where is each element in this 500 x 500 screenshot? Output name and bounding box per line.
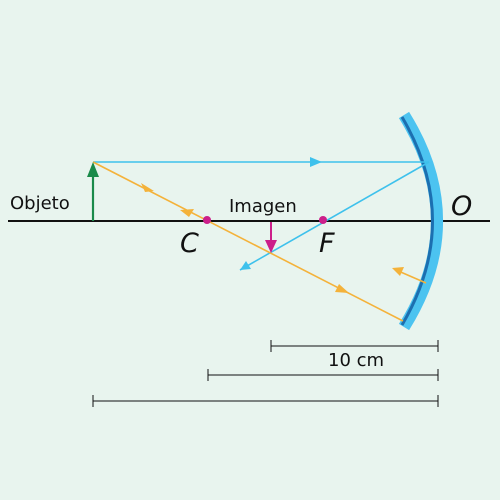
focus-point (319, 216, 327, 224)
ray-orange-arrow-3 (335, 284, 349, 293)
distance-label: 10 cm (328, 350, 384, 371)
dimension-image-to-vertex (270, 340, 439, 352)
ray-orange-incident (92, 161, 404, 322)
dimension-object-to-vertex (92, 395, 439, 407)
mirror-outer (398, 111, 443, 331)
center-label: C (180, 228, 199, 259)
center-point (203, 216, 211, 224)
ray-orange-return-arrow (392, 267, 404, 276)
ray-blue-incident-arrow (310, 157, 322, 167)
ray-blue-reflected-arrow (240, 261, 251, 270)
mirror-inner (400, 116, 434, 326)
ray-orange-arrow-1 (141, 183, 154, 192)
down-arrow-icon (265, 222, 277, 253)
image-label: Imagen (229, 196, 297, 217)
ray-blue-reflected (239, 161, 430, 271)
dimension-center-to-vertex (207, 369, 439, 381)
object-label: Objeto (10, 193, 70, 214)
vertex-label: O (451, 191, 472, 222)
up-arrow-icon (87, 162, 99, 221)
ray-orange-arrow-2 (180, 209, 194, 217)
focus-label: F (319, 228, 335, 259)
